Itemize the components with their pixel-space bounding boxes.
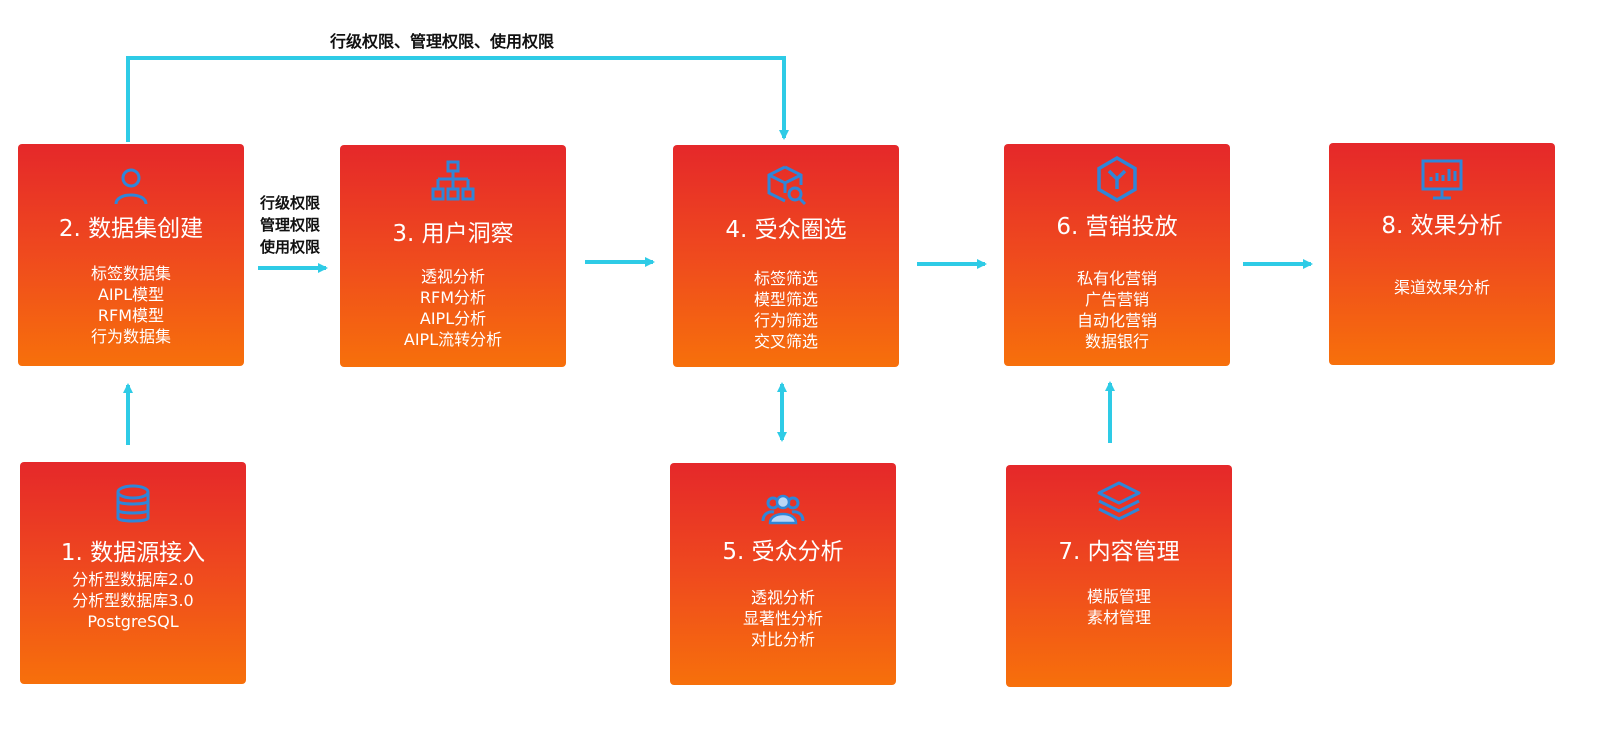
hexagon-icon [1097,156,1137,202]
node-audience-selection: 4. 受众圈选 标签筛选 模型筛选 行为筛选 交叉筛选 [673,145,899,367]
node-title: 7. 内容管理 [1058,539,1180,565]
node-item: 交叉筛选 [753,332,818,351]
node-item: 透视分析 [750,588,815,607]
node-item: 行为数据集 [90,327,171,346]
node-items: 渠道效果分析 [1329,277,1555,298]
node-item: 素材管理 [1086,608,1151,627]
node-item: 广告营销 [1084,290,1149,309]
hierarchy-icon [431,160,475,201]
node-items: 透视分析 显著性分析 对比分析 [670,587,896,650]
node-dataset-creation: 2. 数据集创建 标签数据集 AIPL模型 RFM模型 行为数据集 [18,144,244,366]
node-items: 模版管理 素材管理 [1006,586,1232,628]
node-item: 行为筛选 [753,311,818,330]
node-marketing-delivery: 6. 营销投放 私有化营销 广告营销 自动化营销 数据银行 [1004,144,1230,366]
permission-path-top [126,56,789,142]
node-items: 透视分析 RFM分析 AIPL分析 AIPL流转分析 [340,266,566,350]
node-audience-analysis: 5. 受众分析 透视分析 显著性分析 对比分析 [670,463,896,685]
node-item: 对比分析 [750,630,815,649]
node-item: RFM模型 [97,306,165,325]
node-item: 渠道效果分析 [1393,278,1490,297]
node-item: RFM分析 [419,288,487,307]
group-icon [761,494,805,525]
node-effect-analysis: 8. 效果分析 渠道效果分析 [1329,143,1555,365]
node-title: 4. 受众圈选 [725,217,847,243]
node-item: 透视分析 [420,267,485,286]
node-item: 显著性分析 [742,609,823,628]
database-icon [116,484,150,523]
side-permission-label: 行级权限 管理权限 使用权限 [260,192,320,258]
node-item: 私有化营销 [1076,269,1157,288]
user-icon [114,168,148,205]
layers-icon [1097,481,1141,521]
node-item: 数据银行 [1084,332,1149,351]
node-item: 分析型数据库2.0 [72,570,194,589]
node-title: 5. 受众分析 [722,539,844,565]
node-item: 标签筛选 [753,269,818,288]
monitor-chart-icon [1421,159,1463,200]
side-permission-line: 使用权限 [260,238,321,256]
node-items: 标签数据集 AIPL模型 RFM模型 行为数据集 [18,263,244,347]
node-item: 分析型数据库3.0 [72,591,194,610]
side-permission-line: 管理权限 [260,216,321,234]
node-data-source-access: 1. 数据源接入 分析型数据库2.0 分析型数据库3.0 PostgreSQL [20,462,246,684]
node-items: 标签筛选 模型筛选 行为筛选 交叉筛选 [673,268,899,352]
node-item: 模版管理 [1086,587,1151,606]
node-title: 6. 营销投放 [1056,214,1178,240]
node-title: 8. 效果分析 [1381,213,1503,239]
cube-search-icon [767,165,807,206]
side-permission-line: 行级权限 [260,194,321,212]
node-item: AIPL流转分析 [403,330,503,349]
node-item: 标签数据集 [90,264,171,283]
node-item: PostgreSQL [87,612,179,631]
top-permission-label: 行级权限、管理权限、使用权限 [330,32,555,51]
node-user-insight: 3. 用户洞察 透视分析 RFM分析 AIPL分析 AIPL流转分析 [340,145,566,367]
node-title: 3. 用户洞察 [392,221,514,247]
node-title: 1. 数据源接入 [60,540,206,566]
node-items: 私有化营销 广告营销 自动化营销 数据银行 [1004,268,1230,352]
node-title: 2. 数据集创建 [58,216,204,242]
node-item: AIPL模型 [97,285,165,304]
node-content-management: 7. 内容管理 模版管理 素材管理 [1006,465,1232,687]
node-items: 分析型数据库2.0 分析型数据库3.0 PostgreSQL [20,569,246,632]
node-item: AIPL分析 [419,309,487,328]
node-item: 模型筛选 [753,290,818,309]
node-item: 自动化营销 [1076,311,1157,330]
